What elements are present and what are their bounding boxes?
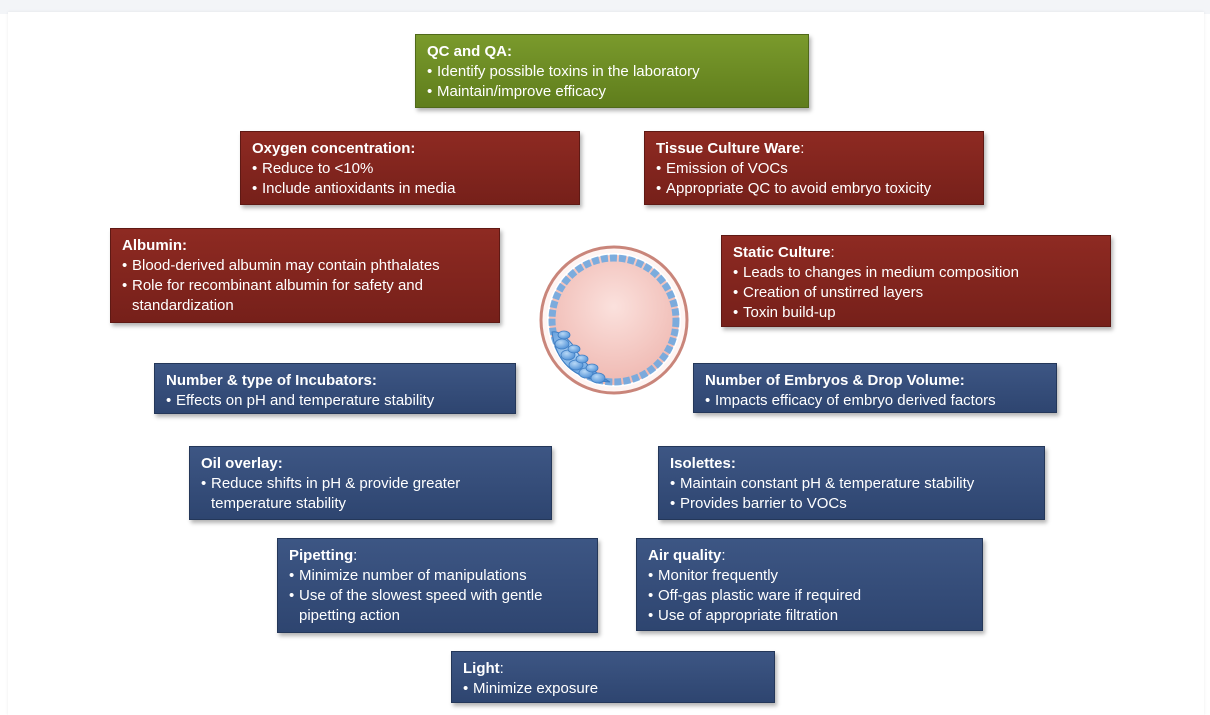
oxygen-title: Oxygen concentration: [252, 140, 416, 157]
albumin-title: Albumin: [122, 237, 187, 254]
albumin-box: Albumin: Blood-derived albumin may conta… [110, 228, 500, 323]
static-culture-box: Static Culture: Leads to changes in medi… [721, 235, 1111, 327]
embryo-icon [539, 245, 689, 395]
incubators-bullet-1: Effects on pH and temperature stability [166, 391, 505, 411]
light-title: Light: [463, 660, 504, 677]
air-quality-box: Air quality: Monitor frequently Off-gas … [636, 538, 983, 631]
isolettes-title: Isolettes: [670, 455, 736, 472]
pipetting-bullet-1: Minimize number of manipulations [289, 566, 587, 586]
incubators-box: Number & type of Incubators: Effects on … [154, 363, 516, 414]
oil-overlay-title: Oil overlay: [201, 455, 283, 472]
embryos-drop-box: Number of Embryos & Drop Volume: Impacts… [693, 363, 1057, 413]
pipetting-box: Pipetting: Minimize number of manipulati… [277, 538, 598, 633]
air-quality-bullet-1: Monitor frequently [648, 566, 972, 586]
oxygen-box: Oxygen concentration: Reduce to <10% Inc… [240, 131, 580, 205]
oil-overlay-bullet-1: Reduce shifts in pH & provide greater te… [201, 474, 541, 514]
oxygen-bullet-1: Reduce to <10% [252, 159, 569, 179]
static-culture-title: Static Culture: [733, 244, 835, 261]
qc-qa-box: QC and QA: Identify possible toxins in t… [415, 34, 809, 108]
qc-qa-bullet-1: Identify possible toxins in the laborato… [427, 62, 798, 82]
air-quality-title: Air quality: [648, 547, 726, 564]
air-quality-bullet-2: Off-gas plastic ware if required [648, 586, 972, 606]
static-culture-bullet-2: Creation of unstirred layers [733, 283, 1100, 303]
air-quality-bullet-3: Use of appropriate filtration [648, 606, 972, 626]
tissue-culture-box: Tissue Culture Ware: Emission of VOCs Ap… [644, 131, 984, 205]
oil-overlay-box: Oil overlay: Reduce shifts in pH & provi… [189, 446, 552, 520]
pipetting-title: Pipetting: [289, 547, 358, 564]
light-box: Light: Minimize exposure [451, 651, 775, 703]
light-bullet-1: Minimize exposure [463, 679, 764, 699]
tissue-culture-bullet-2: Appropriate QC to avoid embryo toxicity [656, 179, 973, 199]
incubators-title: Number & type of Incubators: [166, 372, 377, 389]
isolettes-box: Isolettes: Maintain constant pH & temper… [658, 446, 1045, 520]
embryos-drop-title: Number of Embryos & Drop Volume: [705, 372, 965, 389]
top-strip [0, 0, 1210, 14]
albumin-bullet-1: Blood-derived albumin may contain phthal… [122, 256, 489, 276]
isolettes-bullet-1: Maintain constant pH & temperature stabi… [670, 474, 1034, 494]
pipetting-bullet-2: Use of the slowest speed with gentle pip… [289, 586, 587, 626]
isolettes-bullet-2: Provides barrier to VOCs [670, 494, 1034, 514]
tissue-culture-bullet-1: Emission of VOCs [656, 159, 973, 179]
tissue-culture-title: Tissue Culture Ware: [656, 140, 805, 157]
embryos-drop-bullet-1: Impacts efficacy of embryo derived facto… [705, 391, 1046, 411]
static-culture-bullet-3: Toxin build-up [733, 303, 1100, 323]
oxygen-bullet-2: Include antioxidants in media [252, 179, 569, 199]
qc-qa-title: QC and QA: [427, 43, 512, 60]
albumin-bullet-2: Role for recombinant albumin for safety … [122, 276, 489, 316]
static-culture-bullet-1: Leads to changes in medium composition [733, 263, 1100, 283]
qc-qa-bullet-2: Maintain/improve efficacy [427, 82, 798, 102]
